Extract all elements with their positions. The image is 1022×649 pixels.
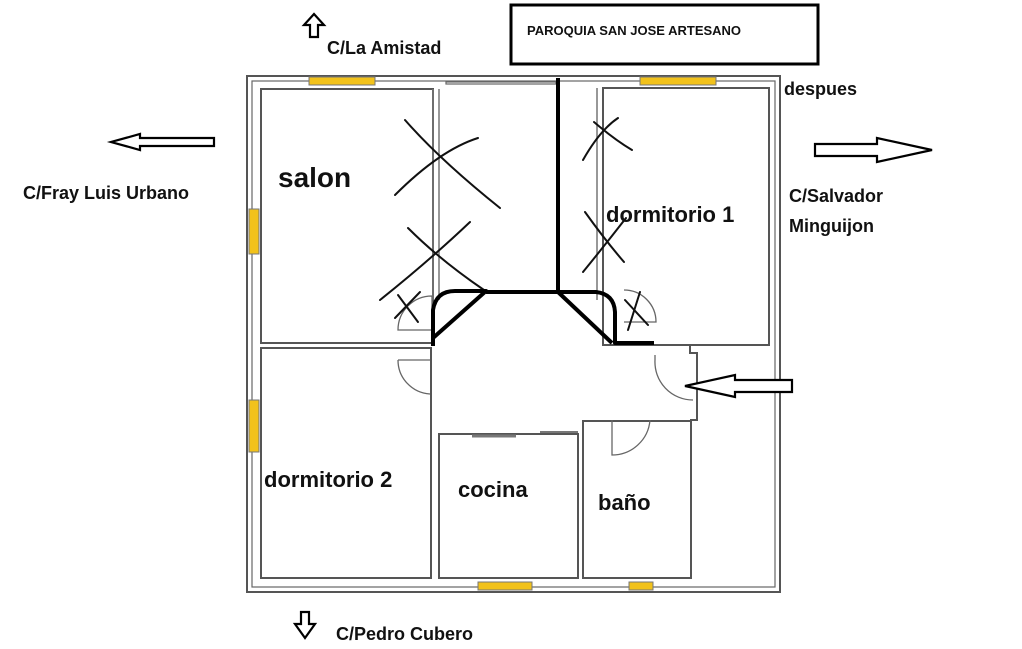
bano-room: [582, 420, 692, 579]
window-dormitorio-2-west: [248, 399, 260, 453]
hall-east-recess: [655, 344, 698, 421]
cross-stroke: [593, 121, 633, 151]
room-label-cocina: cocina: [458, 477, 528, 502]
cross-stroke: [397, 294, 419, 323]
new-wall-east-diagonal: [556, 290, 614, 345]
cocina-room: [438, 433, 579, 579]
cross-stroke: [584, 211, 625, 263]
window-salon-west: [248, 208, 260, 255]
window-cocina-south: [477, 581, 533, 591]
street-south-label: C/Pedro Cubero: [336, 624, 473, 644]
street-north-label: C/La Amistad: [327, 38, 441, 58]
cross-stroke: [407, 227, 485, 291]
after-label: despues: [784, 79, 857, 99]
street-west-label: C/Fray Luis Urbano: [23, 183, 189, 203]
doors: [397, 289, 694, 456]
cross-stroke: [379, 221, 471, 301]
outer-walls: [246, 75, 781, 593]
room-label-dormitorio-2: dormitorio 2: [264, 467, 392, 492]
room-label-bano: baño: [598, 490, 651, 515]
street-east-label-line2: Minguijon: [789, 216, 874, 236]
arrow-east-icon: [813, 136, 933, 164]
rooms: [260, 81, 770, 579]
arrow-entrance-icon: [684, 373, 794, 399]
window-dormitorio-1-north: [639, 76, 717, 86]
room-label-salon: salon: [278, 162, 351, 193]
cross-stroke: [394, 291, 421, 319]
arrow-west-icon: [106, 132, 216, 152]
cross-stroke: [624, 299, 649, 326]
window-bano-south: [628, 581, 654, 591]
cross-stroke: [627, 291, 641, 331]
room-labels: salon dormitorio 1 dormitorio 2 cocina b…: [264, 162, 734, 515]
room-label-dormitorio-1: dormitorio 1: [606, 202, 734, 227]
street-labels: C/La Amistad C/Pedro Cubero C/Fray Luis …: [23, 38, 883, 644]
outer-wall: [246, 75, 781, 593]
arrow-south-icon: [292, 610, 318, 640]
cross-stroke: [404, 119, 501, 209]
door-dormitorio-2: [397, 359, 431, 395]
cross-stroke: [582, 117, 619, 161]
outer-wall-inner: [251, 80, 776, 588]
removal-crosses: [379, 117, 649, 331]
door-dormitorio-1: [623, 289, 657, 323]
door-entrance: [654, 355, 694, 401]
window-salon-north: [308, 76, 376, 86]
direction-arrows: [106, 12, 933, 640]
new-wall-east-bevel: [558, 290, 654, 345]
windows: [248, 76, 717, 591]
cross-stroke: [582, 217, 627, 273]
door-bano: [611, 419, 651, 456]
parish-label: PAROQUIA SAN JOSE ARTESANO: [527, 23, 741, 38]
parish-box: PAROQUIA SAN JOSE ARTESANO: [509, 3, 820, 66]
new-wall-west-bevel: [431, 289, 488, 346]
street-east-label-line1: C/Salvador: [789, 186, 883, 206]
arrow-north-icon: [301, 12, 327, 39]
new-walls: [431, 78, 654, 346]
dormitorio-2-room: [260, 347, 432, 579]
corridor-window-line: [445, 81, 557, 85]
cross-stroke: [394, 137, 479, 196]
parish-frame: [509, 3, 820, 66]
